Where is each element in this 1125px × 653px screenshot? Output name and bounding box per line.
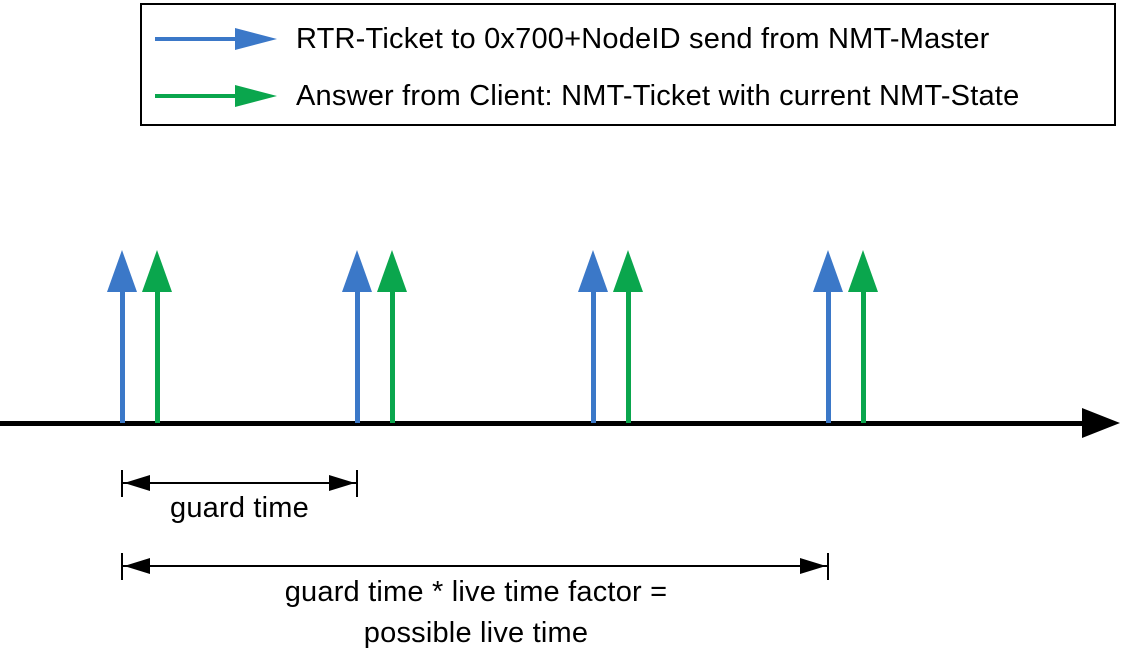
arrow-stem — [590, 288, 596, 423]
nmt-answer-1-arrow — [142, 250, 172, 423]
nmt-answer-4-arrow — [848, 250, 878, 423]
time-axis-line — [0, 421, 1086, 426]
dimension-tick-right — [827, 553, 829, 580]
arrow-head-icon — [813, 250, 843, 292]
dimension-tick-right — [356, 470, 358, 497]
legend-item-rtr-ticket: RTR-Ticket to 0x700+NodeID send from NMT… — [155, 21, 990, 57]
dimension-arrow-left-icon — [124, 558, 150, 574]
arrow-head-icon — [848, 250, 878, 292]
arrow-head-icon — [107, 250, 137, 292]
dimension-tick-left — [121, 470, 123, 497]
arrow-head-icon — [235, 28, 277, 50]
arrow-stem — [625, 288, 631, 423]
rtr-ticket-1-arrow — [107, 250, 137, 423]
arrow-head-icon — [235, 85, 277, 107]
legend-label-answer: Answer from Client: NMT-Ticket with curr… — [296, 79, 1020, 112]
legend-box: RTR-Ticket to 0x700+NodeID send from NMT… — [140, 3, 1116, 126]
arrow-line — [155, 37, 239, 41]
guard-time-label: guard time — [169, 492, 309, 524]
rtr-ticket-4-arrow — [813, 250, 843, 423]
arrow-stem — [354, 288, 360, 423]
arrow-head-icon — [578, 250, 608, 292]
arrow-head-icon — [342, 250, 372, 292]
arrow-stem — [119, 288, 125, 423]
rtr-ticket-2-arrow — [342, 250, 372, 423]
arrow-head-icon — [377, 250, 407, 292]
dimension-arrow-left-icon — [124, 475, 150, 491]
dimension-arrow-right-icon — [800, 558, 826, 574]
green-right-arrow-icon — [155, 84, 277, 108]
nmt-answer-2-arrow — [377, 250, 407, 423]
legend-label-rtr-ticket: RTR-Ticket to 0x700+NodeID send from NMT… — [296, 22, 990, 55]
live-time-label: guard time * live time factor = possible… — [122, 572, 830, 653]
arrow-stem — [860, 288, 866, 423]
dimension-line — [122, 565, 828, 567]
dimension-line — [122, 482, 357, 484]
arrow-stem — [389, 288, 395, 423]
dimension-tick-left — [121, 553, 123, 580]
time-axis-arrow-head-icon — [1082, 408, 1120, 438]
dimension-arrow-right-icon — [329, 475, 355, 491]
blue-right-arrow-icon — [155, 27, 277, 51]
rtr-ticket-3-arrow — [578, 250, 608, 423]
nmt-answer-3-arrow — [613, 250, 643, 423]
arrow-head-icon — [142, 250, 172, 292]
legend-item-answer: Answer from Client: NMT-Ticket with curr… — [155, 78, 1019, 114]
arrow-stem — [825, 288, 831, 423]
live-time-label-line1: guard time * live time factor = — [284, 576, 668, 608]
live-time-label-line2: possible live time — [363, 617, 589, 649]
arrow-head-icon — [613, 250, 643, 292]
arrow-line — [155, 94, 239, 98]
arrow-stem — [154, 288, 160, 423]
